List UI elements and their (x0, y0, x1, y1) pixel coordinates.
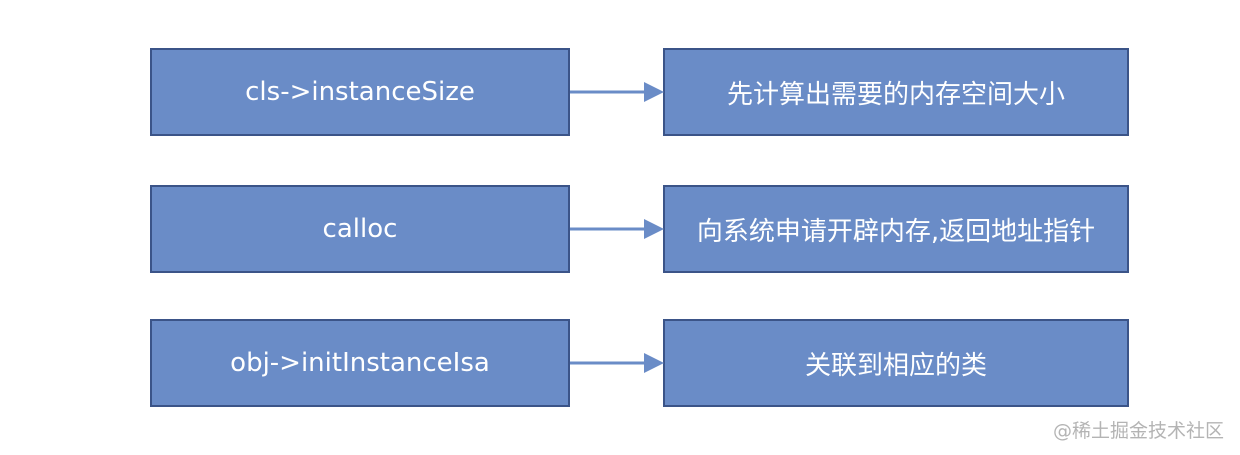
step3-description-box: 关联到相应的类 (663, 319, 1129, 407)
step3-code-box: obj->initInstanceIsa (150, 319, 570, 407)
step2-arrow (570, 219, 664, 239)
step1-code-label: cls->instanceSize (245, 77, 475, 107)
step2-description-label: 向系统申请开辟内存,返回地址指针 (696, 216, 1096, 247)
step2-code-label: calloc (322, 214, 398, 244)
step1-arrow (570, 82, 664, 102)
step2-code-box: calloc (150, 185, 570, 273)
step3-description-label: 关联到相应的类 (804, 350, 987, 381)
step3-arrow (570, 353, 664, 373)
step1-description-label: 先计算出需要的内存空间大小 (726, 79, 1065, 110)
step3-code-label: obj->initInstanceIsa (230, 348, 490, 378)
step1-description-box: 先计算出需要的内存空间大小 (663, 48, 1129, 136)
step1-code-box: cls->instanceSize (150, 48, 570, 136)
watermark: @稀土掘金技术社区 (1052, 420, 1224, 442)
step2-description-box: 向系统申请开辟内存,返回地址指针 (663, 185, 1129, 273)
